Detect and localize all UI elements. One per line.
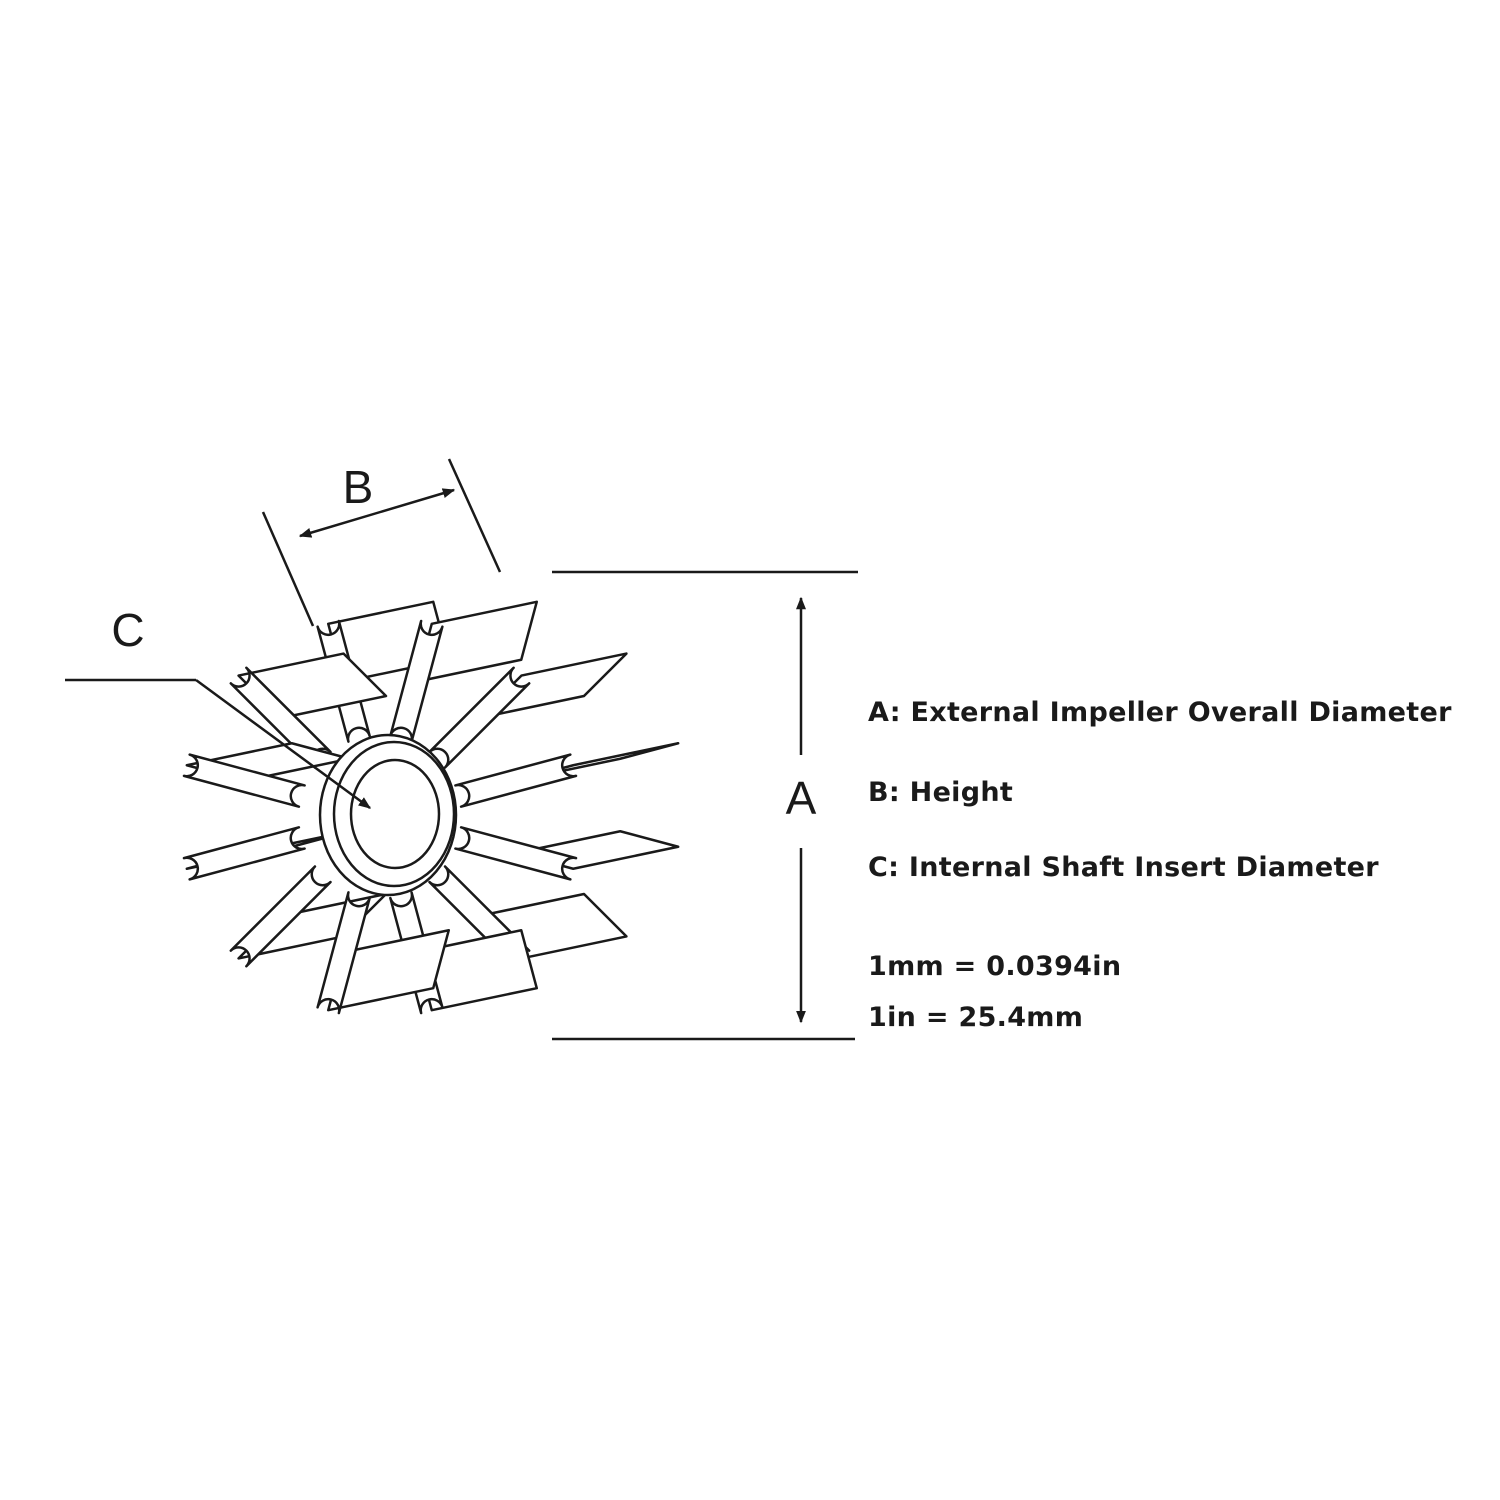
dimension-b-left-extension-line (261, 511, 315, 627)
impeller-blade (229, 865, 332, 968)
impeller-blade (454, 753, 578, 808)
impeller-drawing (182, 600, 680, 1015)
dimension-b-arrow (298, 488, 456, 538)
dimension-b (261, 458, 502, 627)
dimension-c (65, 678, 372, 810)
dimension-a (552, 570, 858, 1041)
dimension-b-right-extension-line (447, 458, 502, 573)
legend-b-text: B: Height (868, 777, 1014, 808)
impeller-blade (316, 891, 371, 1015)
impeller-blade (229, 666, 332, 769)
impeller-shaft-bore (349, 758, 441, 870)
dimension-a-label: A (786, 772, 817, 824)
conversion-in-to-mm: 1in = 25.4mm (868, 1002, 1084, 1033)
legend-c-text: C: Internal Shaft Insert Diameter (868, 852, 1379, 883)
dimension-c-label: C (111, 604, 144, 656)
impeller-blade (428, 666, 531, 769)
dimension-b-label: B (343, 461, 374, 513)
impeller-blade (454, 826, 578, 881)
conversion-mm-to-in: 1mm = 0.0394in (868, 951, 1122, 982)
legend-a-text: A: External Impeller Overall Diameter (868, 697, 1452, 728)
dimension-c-arrow (195, 678, 372, 810)
impeller-blade (182, 826, 306, 881)
impeller-blade (389, 619, 444, 743)
impeller-blade (182, 753, 306, 808)
